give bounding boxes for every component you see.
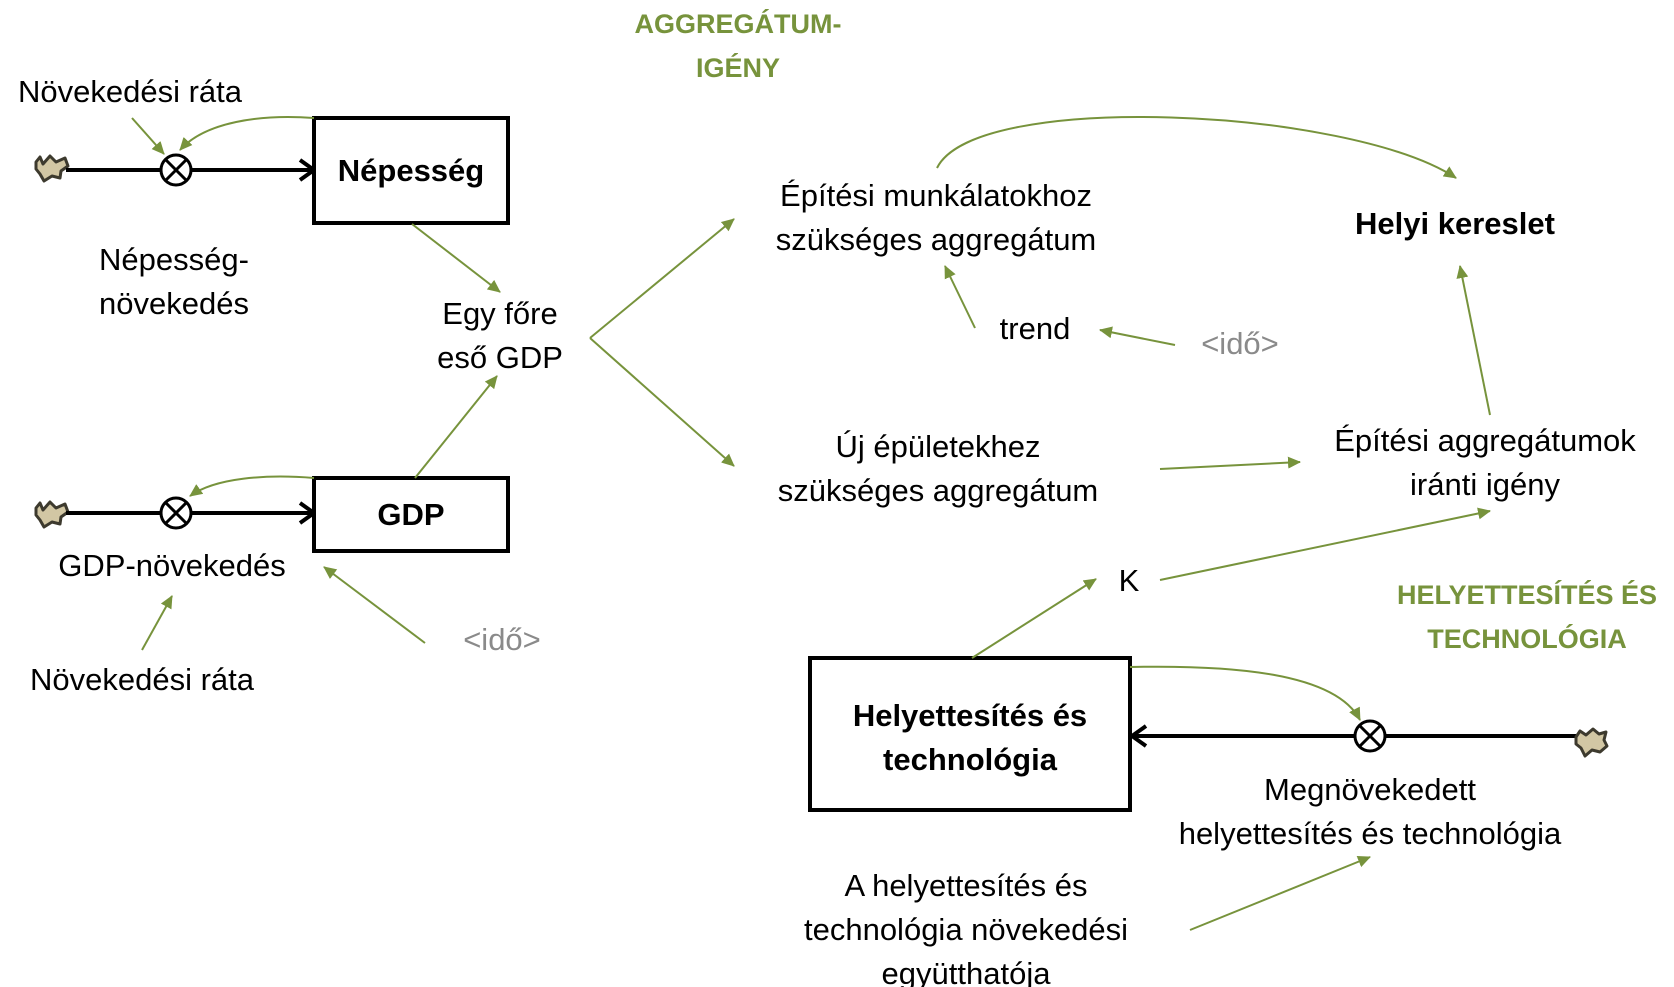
trend-label: trend — [1000, 311, 1071, 346]
substitution-coeff-label-line1: A helyettesítés és — [845, 868, 1088, 903]
growth-rate-top-label: Növekedési ráta — [18, 74, 243, 109]
link-time-to-gdp-growth — [323, 566, 426, 644]
cloud-source-icon — [1574, 727, 1609, 758]
link-gdp-to-gdp-per-capita — [414, 375, 498, 479]
new-buildings-aggregate-label-line2: szükséges aggregátum — [778, 473, 1099, 508]
time-shadow-bottom-label: <idő> — [463, 622, 541, 657]
valve-icon — [159, 153, 193, 187]
substitution-coeff-label-line2: technológia növekedési — [804, 912, 1128, 947]
section-title-substitution-line1: HELYETTESÍTÉS ÉS — [1397, 579, 1657, 610]
aggregate-demand-total-label-line1: Építési aggregátumok — [1334, 423, 1636, 458]
local-demand-label: Helyi kereslet — [1355, 206, 1555, 241]
gdp-stock — [312, 476, 510, 553]
cloud-source-icon — [34, 500, 70, 529]
population-stock-label: Népesség — [338, 153, 484, 188]
link-growth-rate-to-valve — [131, 117, 165, 155]
link-gdp-per-capita-to-new-buildings — [589, 337, 735, 467]
substitution-stock-label-line2: technológia — [883, 742, 1058, 777]
gdp-per-capita-label-line2: eső GDP — [437, 340, 563, 375]
link-coeff-to-increased-substitution — [1189, 855, 1371, 931]
population-growth-label-line2: növekedés — [99, 286, 249, 321]
valve-icon — [1353, 719, 1387, 753]
k-label: K — [1119, 563, 1140, 598]
link-substitution-to-k — [971, 578, 1097, 659]
new-buildings-aggregate-label-line1: Új épületekhez — [835, 429, 1040, 464]
link-population-to-gdp-per-capita — [411, 223, 501, 293]
population-growth-label-line1: Népesség- — [99, 242, 249, 277]
gdp-stock-label: GDP — [377, 497, 444, 532]
link-population-to-valve — [179, 116, 315, 151]
link-demand-total-to-local-demand — [1456, 265, 1491, 416]
substitution-stock-label-line1: Helyettesítés és — [853, 698, 1087, 733]
gdp-per-capita-label-line1: Egy főre — [442, 296, 557, 331]
population-stock — [312, 116, 510, 225]
time-shadow-top-label: <idő> — [1201, 326, 1279, 361]
section-title-aggregate-demand-line2: IGÉNY — [696, 52, 780, 83]
construction-aggregate-label-line1: Építési munkálatokhoz — [780, 178, 1092, 213]
link-growth-rate-to-gdp-growth — [141, 595, 173, 651]
substitution-stock — [808, 656, 1132, 812]
link-construction-to-local-demand — [936, 116, 1457, 179]
construction-aggregate-label-line2: szükséges aggregátum — [776, 222, 1097, 257]
increased-substitution-label-line2: helyettesítés és technológia — [1179, 816, 1562, 851]
valve-icon — [159, 496, 193, 530]
link-new-buildings-to-demand-total — [1159, 456, 1301, 470]
increased-substitution-label-line1: Megnövekedett — [1264, 772, 1476, 807]
substitution-coeff-label-line3: együtthatója — [882, 956, 1052, 987]
growth-rate-bottom-label: Növekedési ráta — [30, 662, 255, 697]
aggregate-demand-total-label-line2: iránti igény — [1410, 467, 1560, 502]
link-substitution-to-valve — [1129, 665, 1361, 721]
section-title-substitution-line2: TECHNOLÓGIA — [1427, 623, 1627, 654]
link-trend-to-construction — [944, 265, 976, 329]
link-gdp-to-valve — [189, 475, 315, 497]
gdp-growth-label: GDP-növekedés — [58, 548, 285, 583]
section-title-aggregate-demand-line1: AGGREGÁTUM- — [635, 8, 842, 39]
link-time-to-trend — [1099, 326, 1176, 346]
link-k-to-demand-total — [1159, 507, 1491, 581]
link-gdp-per-capita-to-construction-aggregate — [589, 218, 735, 339]
cloud-source-icon — [34, 154, 70, 183]
